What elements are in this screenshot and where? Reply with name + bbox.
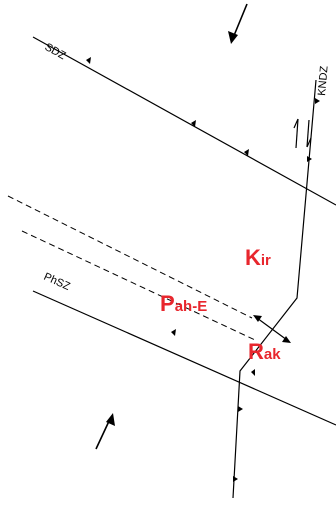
kir-block-label: Kir <box>245 245 271 270</box>
thrust-tooth-sdz-1 <box>86 57 91 64</box>
thrust-tooth-phsz-2 <box>251 369 255 376</box>
arrow-up-right-icon <box>95 413 115 450</box>
pah-e-block-label: Pah-E <box>160 291 207 316</box>
rak-block-label: Rak <box>248 339 281 364</box>
arrow-down-left-icon <box>228 3 248 44</box>
thrust-tooth-sdz-3 <box>244 149 249 156</box>
kndz-label: KNDZ <box>316 65 331 96</box>
thrust-tooth-sdz-2 <box>191 120 196 127</box>
thrust-tooth-phsz-1 <box>171 329 176 336</box>
phsz-fault <box>32 290 336 482</box>
phsz-label: PhSZ <box>42 271 72 293</box>
thrust-tooth-phsz-3 <box>238 406 243 412</box>
thrust-tooth-kndz-1 <box>315 98 320 104</box>
half-arrows-icon <box>293 118 312 149</box>
dashed-boundaries <box>7 195 256 341</box>
kndz-fault <box>232 79 320 499</box>
thrust-tooth-phsz-4 <box>233 476 238 482</box>
thrust-tooth-kndz-2 <box>307 156 312 162</box>
sdz-fault <box>32 36 336 206</box>
sdz-label: SDZ <box>43 41 68 62</box>
double-arrow-icon <box>253 315 291 343</box>
